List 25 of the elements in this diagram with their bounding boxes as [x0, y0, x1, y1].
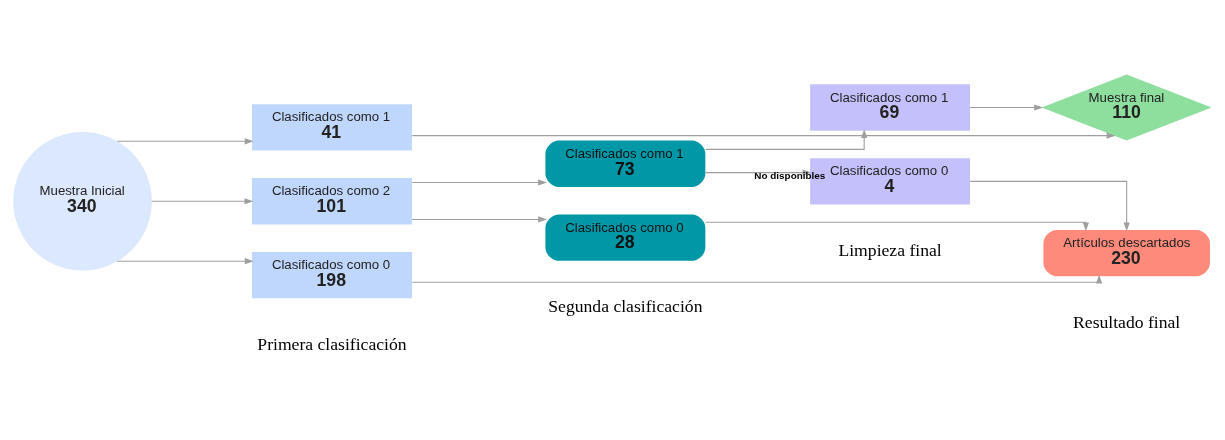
arrow: [704, 169, 812, 176]
arrow: [411, 216, 547, 223]
node-box: Clasificados como 0 198: [252, 252, 412, 299]
node-box: Clasificados como 0 28: [545, 214, 706, 261]
label: Primera clasificación: [257, 333, 407, 354]
arrow: [116, 138, 254, 145]
label: Segunda clasificación: [548, 296, 703, 317]
arrow: [705, 129, 868, 150]
label: Limpieza final: [838, 240, 942, 261]
arrow: [116, 258, 254, 265]
arrow: [411, 132, 1116, 139]
node-circle: Muestra Inicial 340: [13, 131, 152, 271]
label: Resultado final: [1073, 311, 1181, 332]
arrow: [151, 198, 254, 205]
node-box: Clasificados como 2 101: [252, 178, 412, 225]
arrow: [969, 180, 1130, 232]
node-box: Clasificados como 1 73: [545, 140, 706, 187]
arrow: [969, 104, 1044, 111]
node-box: Clasificados como 1 41: [252, 104, 412, 151]
arrow: [705, 221, 1089, 232]
arrow: [411, 274, 1103, 284]
edge-label: No disponibles: [754, 170, 826, 182]
node-box: Clasificados como 1 69: [810, 84, 971, 131]
arrow: [411, 179, 547, 186]
node-box: Artículos descartados 230: [1043, 229, 1210, 277]
